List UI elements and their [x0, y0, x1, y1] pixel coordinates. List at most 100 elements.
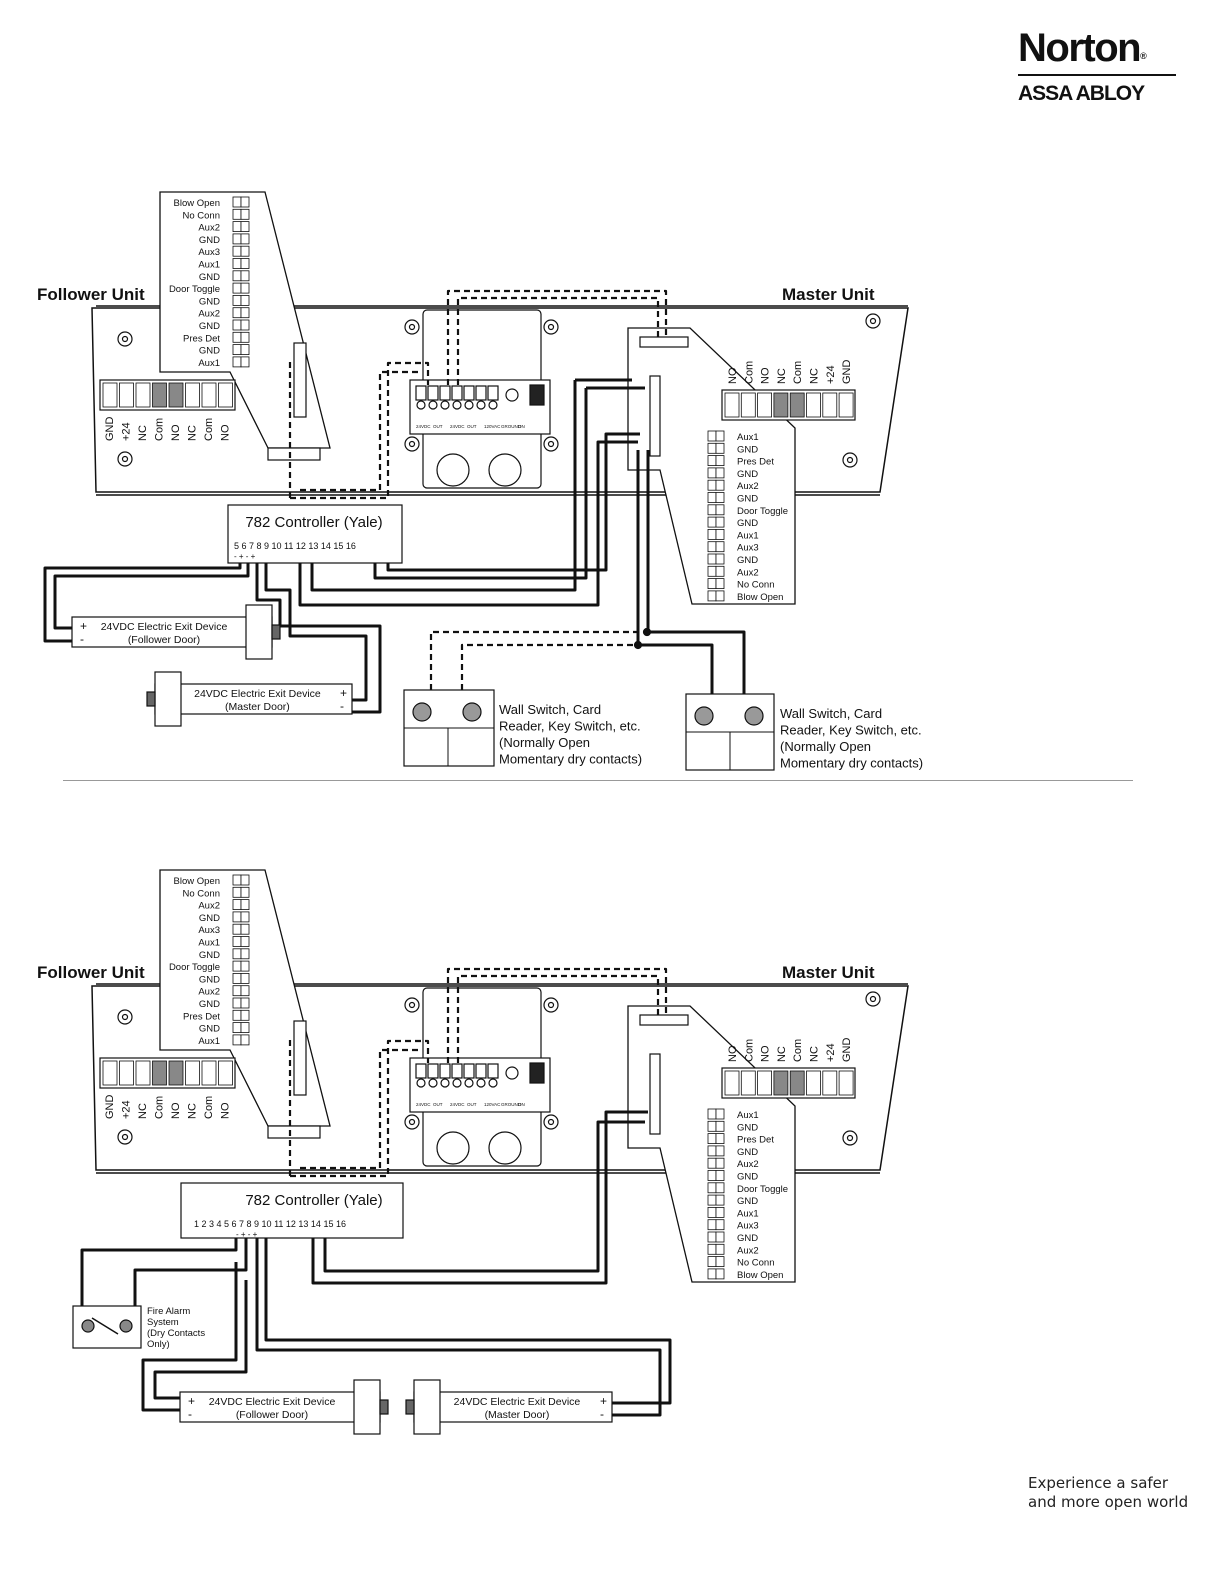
power-terminal: [475, 385, 487, 401]
exit-device-follower-2-plus: +: [188, 1394, 195, 1408]
master-relay-label: Com: [743, 1039, 755, 1062]
master-terminal-block: [707, 1170, 717, 1181]
power-terminal-label: OUT: [467, 424, 477, 429]
dash-wire: [460, 643, 638, 710]
follower-terminal-block: [240, 319, 250, 331]
solid-wire: [43, 563, 242, 643]
power-terminal: [475, 1063, 487, 1079]
solid-wire: [53, 563, 250, 630]
master-terminal-block: [707, 1145, 717, 1157]
follower-terminal-block: [240, 1009, 250, 1021]
master-terminal-block: [715, 1243, 725, 1255]
power-terminal-screw: [452, 400, 462, 410]
mount-hole-center: [547, 440, 555, 448]
master-terminal-label: Aux2: [737, 1159, 759, 1170]
exit-device-follower-1-body: [71, 616, 273, 648]
follower-relay-terminal: [102, 382, 118, 408]
dash-wire: [300, 1048, 420, 1170]
follower-relay-label: GND: [104, 1095, 116, 1120]
controller-2-terminals: 1 2 3 4 5 6 7 8 9 10 11 12 13 14 15 16: [194, 1219, 346, 1229]
follower-terminal-block: [232, 196, 242, 208]
follower-terminal-block: [232, 356, 242, 368]
power-terminal-label: 120VAC: [484, 1102, 501, 1107]
master-relay-label: NO: [727, 1045, 739, 1062]
master-terminal-block: [715, 529, 725, 540]
follower-terminal-block: [232, 331, 242, 343]
master-terminal-label: Aux1: [737, 1208, 759, 1219]
master-header-pins: [649, 1053, 661, 1135]
power-terminal-screw: [476, 400, 486, 410]
master-relay-terminal: [838, 392, 854, 418]
exit-device-master-1-body: [154, 683, 353, 715]
master-terminal-block: [707, 504, 717, 516]
follower-terminal-label: Aux1: [198, 1036, 220, 1047]
knockout-right: [488, 453, 522, 487]
tagline: Experience a safer and more open world: [1028, 1474, 1188, 1512]
follower-terminal-label: Door Toggle: [169, 284, 220, 295]
master-relay-terminal: [740, 392, 756, 418]
exit-device-master-1-subtitle: (Master Door): [225, 701, 290, 713]
master-terminal-block: [715, 442, 725, 454]
power-terminal-screw: [440, 400, 450, 410]
follower-terminal-block: [240, 294, 250, 306]
mount-hole-center: [869, 317, 877, 325]
follower-relay-label: NC: [137, 425, 149, 441]
power-switch: [529, 384, 545, 406]
master-terminal-block: [715, 1157, 725, 1169]
master-terminal-block: [715, 1219, 725, 1231]
follower-terminal-block: [232, 221, 242, 233]
follower-terminal-block: [232, 282, 242, 294]
master-terminal-block: [707, 529, 717, 540]
master-terminal-label: GND: [737, 469, 758, 480]
follower-terminal-block: [232, 985, 242, 997]
master-relay-label: NC: [776, 1046, 788, 1062]
master-relay-label: Com: [743, 361, 755, 384]
master-terminal-block: [715, 492, 725, 503]
fire-alarm-text: (Dry Contacts: [147, 1328, 205, 1339]
master-relay-terminal: [757, 392, 772, 418]
tagline-line-1: Experience a safer: [1028, 1474, 1169, 1492]
follower-terminal-block: [240, 911, 250, 923]
tagline-line-2: and more open world: [1028, 1493, 1189, 1511]
follower-terminal-block: [240, 208, 250, 220]
master-terminal-label: GND: [737, 518, 758, 529]
dash-wire: [446, 967, 668, 1063]
master-unit-label: Master Unit: [782, 963, 875, 982]
follower-header-pins: [293, 342, 307, 418]
follower-terminal-block: [232, 307, 242, 319]
follower-terminal-label: Aux1: [198, 358, 220, 369]
master-terminal-block: [715, 1108, 725, 1120]
master-relay-terminal: [789, 1070, 805, 1096]
mount-hole-center: [846, 456, 854, 464]
master-terminal-block: [715, 541, 725, 553]
follower-relay-terminal: [135, 382, 151, 408]
follower-terminal-block: [232, 973, 242, 984]
master-terminal-block: [707, 1256, 717, 1267]
exit-device-follower-2-title: 24VDC Electric Exit Device: [209, 1396, 336, 1408]
master-terminal-block: [715, 1133, 725, 1144]
master-relay-terminal: [724, 392, 740, 418]
follower-terminal-block: [232, 960, 242, 972]
master-terminal-block: [715, 1145, 725, 1157]
master-relay-terminal: [838, 1070, 854, 1096]
exit-device-master-2-title: 24VDC Electric Exit Device: [454, 1396, 581, 1408]
follower-relay-terminal: [201, 382, 217, 408]
master-terminal-block: [707, 467, 717, 479]
follower-terminal-block: [240, 936, 250, 947]
master-terminal-label: GND: [737, 1196, 758, 1207]
power-terminal: [451, 385, 463, 401]
power-terminal-label: 120VAC: [484, 424, 501, 429]
follower-relay-label: Com: [203, 1096, 215, 1119]
master-connector: [639, 336, 689, 348]
exit-device-master-2-bar: [413, 1379, 441, 1435]
master-terminal-block: [707, 1108, 717, 1120]
follower-relay-terminal: [218, 382, 233, 408]
solid-wire: [264, 563, 368, 702]
switch-1-contact: [412, 702, 432, 722]
follower-relay-terminal: [152, 382, 167, 408]
master-relay-label: +24: [825, 365, 837, 384]
exit-device-follower-1-stub: [271, 624, 281, 640]
power-terminal-label: OUT: [467, 1102, 477, 1107]
follower-terminal-block: [232, 911, 242, 923]
brand-logo: Norton® ASSA ABLOY: [1018, 28, 1178, 106]
